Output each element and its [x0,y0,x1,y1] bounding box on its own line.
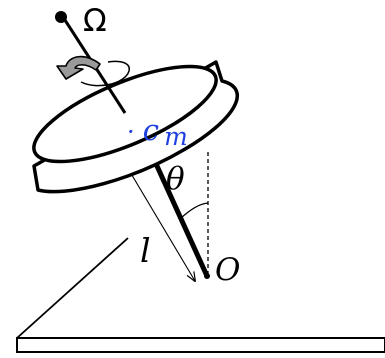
table-slab [16,337,385,353]
spinning-disk [32,60,240,194]
theta-angle-arc [179,202,209,220]
pivot-point [204,273,210,279]
cm-subscript: m [164,122,188,151]
ground-plane [16,237,385,353]
omega-label: Ω [83,3,107,39]
cm-letter: c [143,113,159,147]
theta-label: θ [166,161,185,197]
cm-dot: · [127,118,135,146]
pivot-label: O [215,252,240,288]
disk-top-face [32,64,218,164]
rotation-arrow-band [56,55,101,80]
center-of-mass-label: · c m [127,113,188,151]
axle-tip-dot [55,11,67,23]
plane-slant-edge [16,237,129,339]
rotation-arrow [56,55,130,87]
rotation-arrow-back-arc [80,60,130,87]
length-label: l [140,231,151,270]
